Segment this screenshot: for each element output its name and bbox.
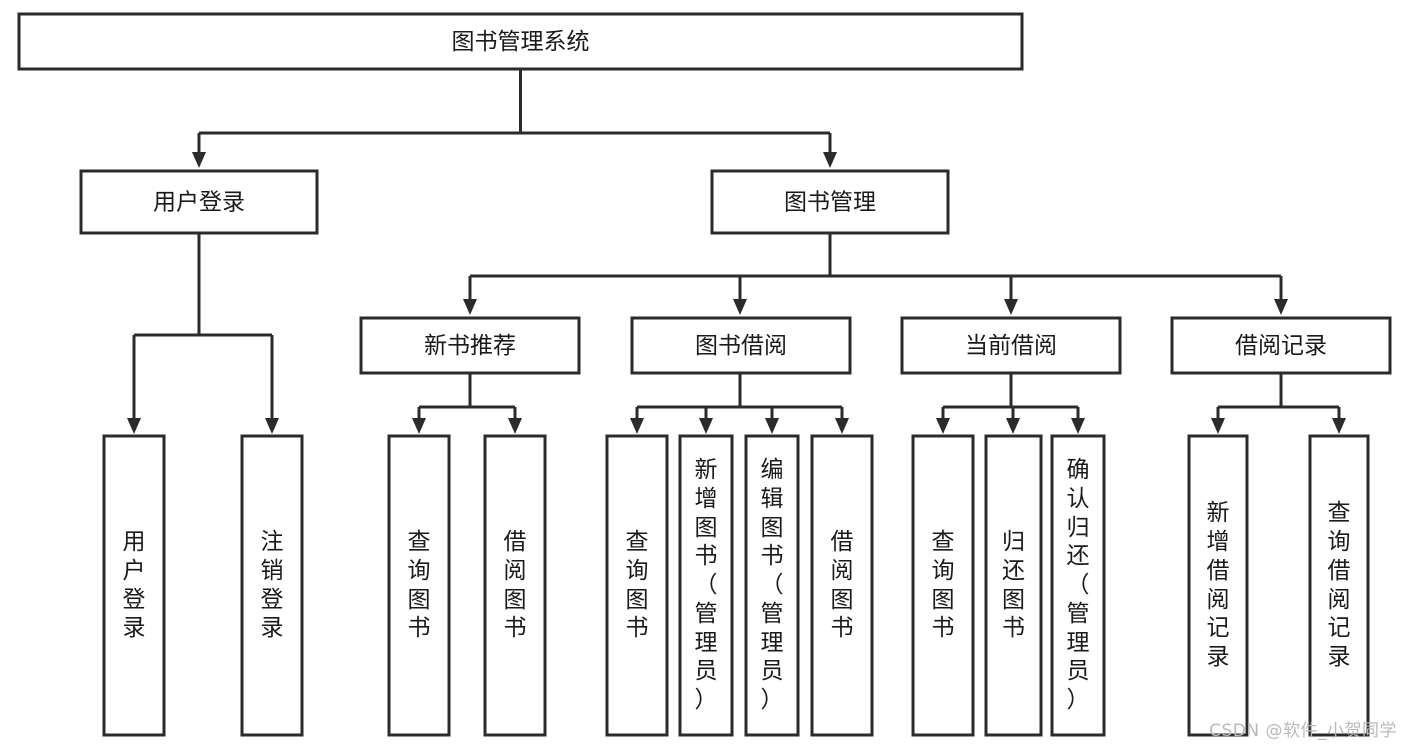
- node-label-borrow-records: 借阅记录: [1235, 333, 1327, 359]
- arrowhead-icon: [1006, 418, 1020, 434]
- node-box-leaf-add-book[interactable]: [678, 434, 734, 737]
- node-label-current-borrow: 当前借阅: [965, 333, 1057, 359]
- node-box-leaf-query-book-borrow[interactable]: [605, 434, 669, 737]
- arrow-layer: [127, 152, 1346, 434]
- arrowhead-icon: [630, 418, 644, 434]
- node-box-user-login[interactable]: [79, 169, 319, 235]
- node-box-leaf-query-book-current[interactable]: [911, 434, 975, 737]
- node-label-book-borrow: 图书借阅: [695, 333, 787, 359]
- arrowhead-icon: [733, 299, 747, 315]
- arrowhead-icon: [127, 418, 141, 434]
- arrowhead-icon: [1332, 418, 1346, 434]
- node-box-leaf-confirm-return[interactable]: [1050, 434, 1106, 737]
- arrowhead-icon: [508, 418, 522, 434]
- arrowhead-icon: [765, 418, 779, 434]
- node-box-book-borrow[interactable]: [630, 316, 852, 375]
- node-box-leaf-borrow-book-recommend[interactable]: [483, 434, 547, 737]
- node-box-leaf-borrow-book[interactable]: [810, 434, 874, 737]
- node-label-new-book-recommend: 新书推荐: [424, 333, 516, 359]
- node-label-root: 图书管理系统: [452, 29, 590, 55]
- arrowhead-icon: [1274, 299, 1288, 315]
- arrowhead-icon: [1211, 418, 1225, 434]
- node-box-current-borrow[interactable]: [900, 316, 1122, 375]
- arrowhead-icon: [1004, 299, 1018, 315]
- arrowhead-icon: [699, 418, 713, 434]
- arrowhead-icon: [192, 152, 206, 168]
- node-box-leaf-add-borrow-record[interactable]: [1187, 434, 1249, 737]
- node-box-book-management[interactable]: [710, 169, 950, 235]
- arrowhead-icon: [936, 418, 950, 434]
- node-box-leaf-logout[interactable]: [240, 434, 304, 737]
- node-box-new-book-recommend[interactable]: [359, 316, 581, 375]
- node-box-leaf-query-book-recommend[interactable]: [387, 434, 451, 737]
- node-box-leaf-edit-book[interactable]: [744, 434, 800, 737]
- node-box-leaf-query-borrow-record[interactable]: [1308, 434, 1370, 737]
- node-label-book-management: 图书管理: [784, 190, 876, 216]
- node-box-leaf-return-book[interactable]: [984, 434, 1043, 737]
- watermark: CSDN @软件_小贺同学: [1209, 721, 1397, 741]
- node-box-borrow-records[interactable]: [1170, 316, 1392, 375]
- arrowhead-icon: [265, 418, 279, 434]
- arrowhead-icon: [463, 299, 477, 315]
- arrowhead-icon: [835, 418, 849, 434]
- arrowhead-icon: [412, 418, 426, 434]
- node-box-root[interactable]: [17, 12, 1024, 71]
- arrowhead-icon: [823, 152, 837, 168]
- node-label-user-login: 用户登录: [153, 190, 245, 216]
- arrowhead-icon: [1071, 418, 1085, 434]
- node-box-leaf-user-login[interactable]: [102, 434, 166, 737]
